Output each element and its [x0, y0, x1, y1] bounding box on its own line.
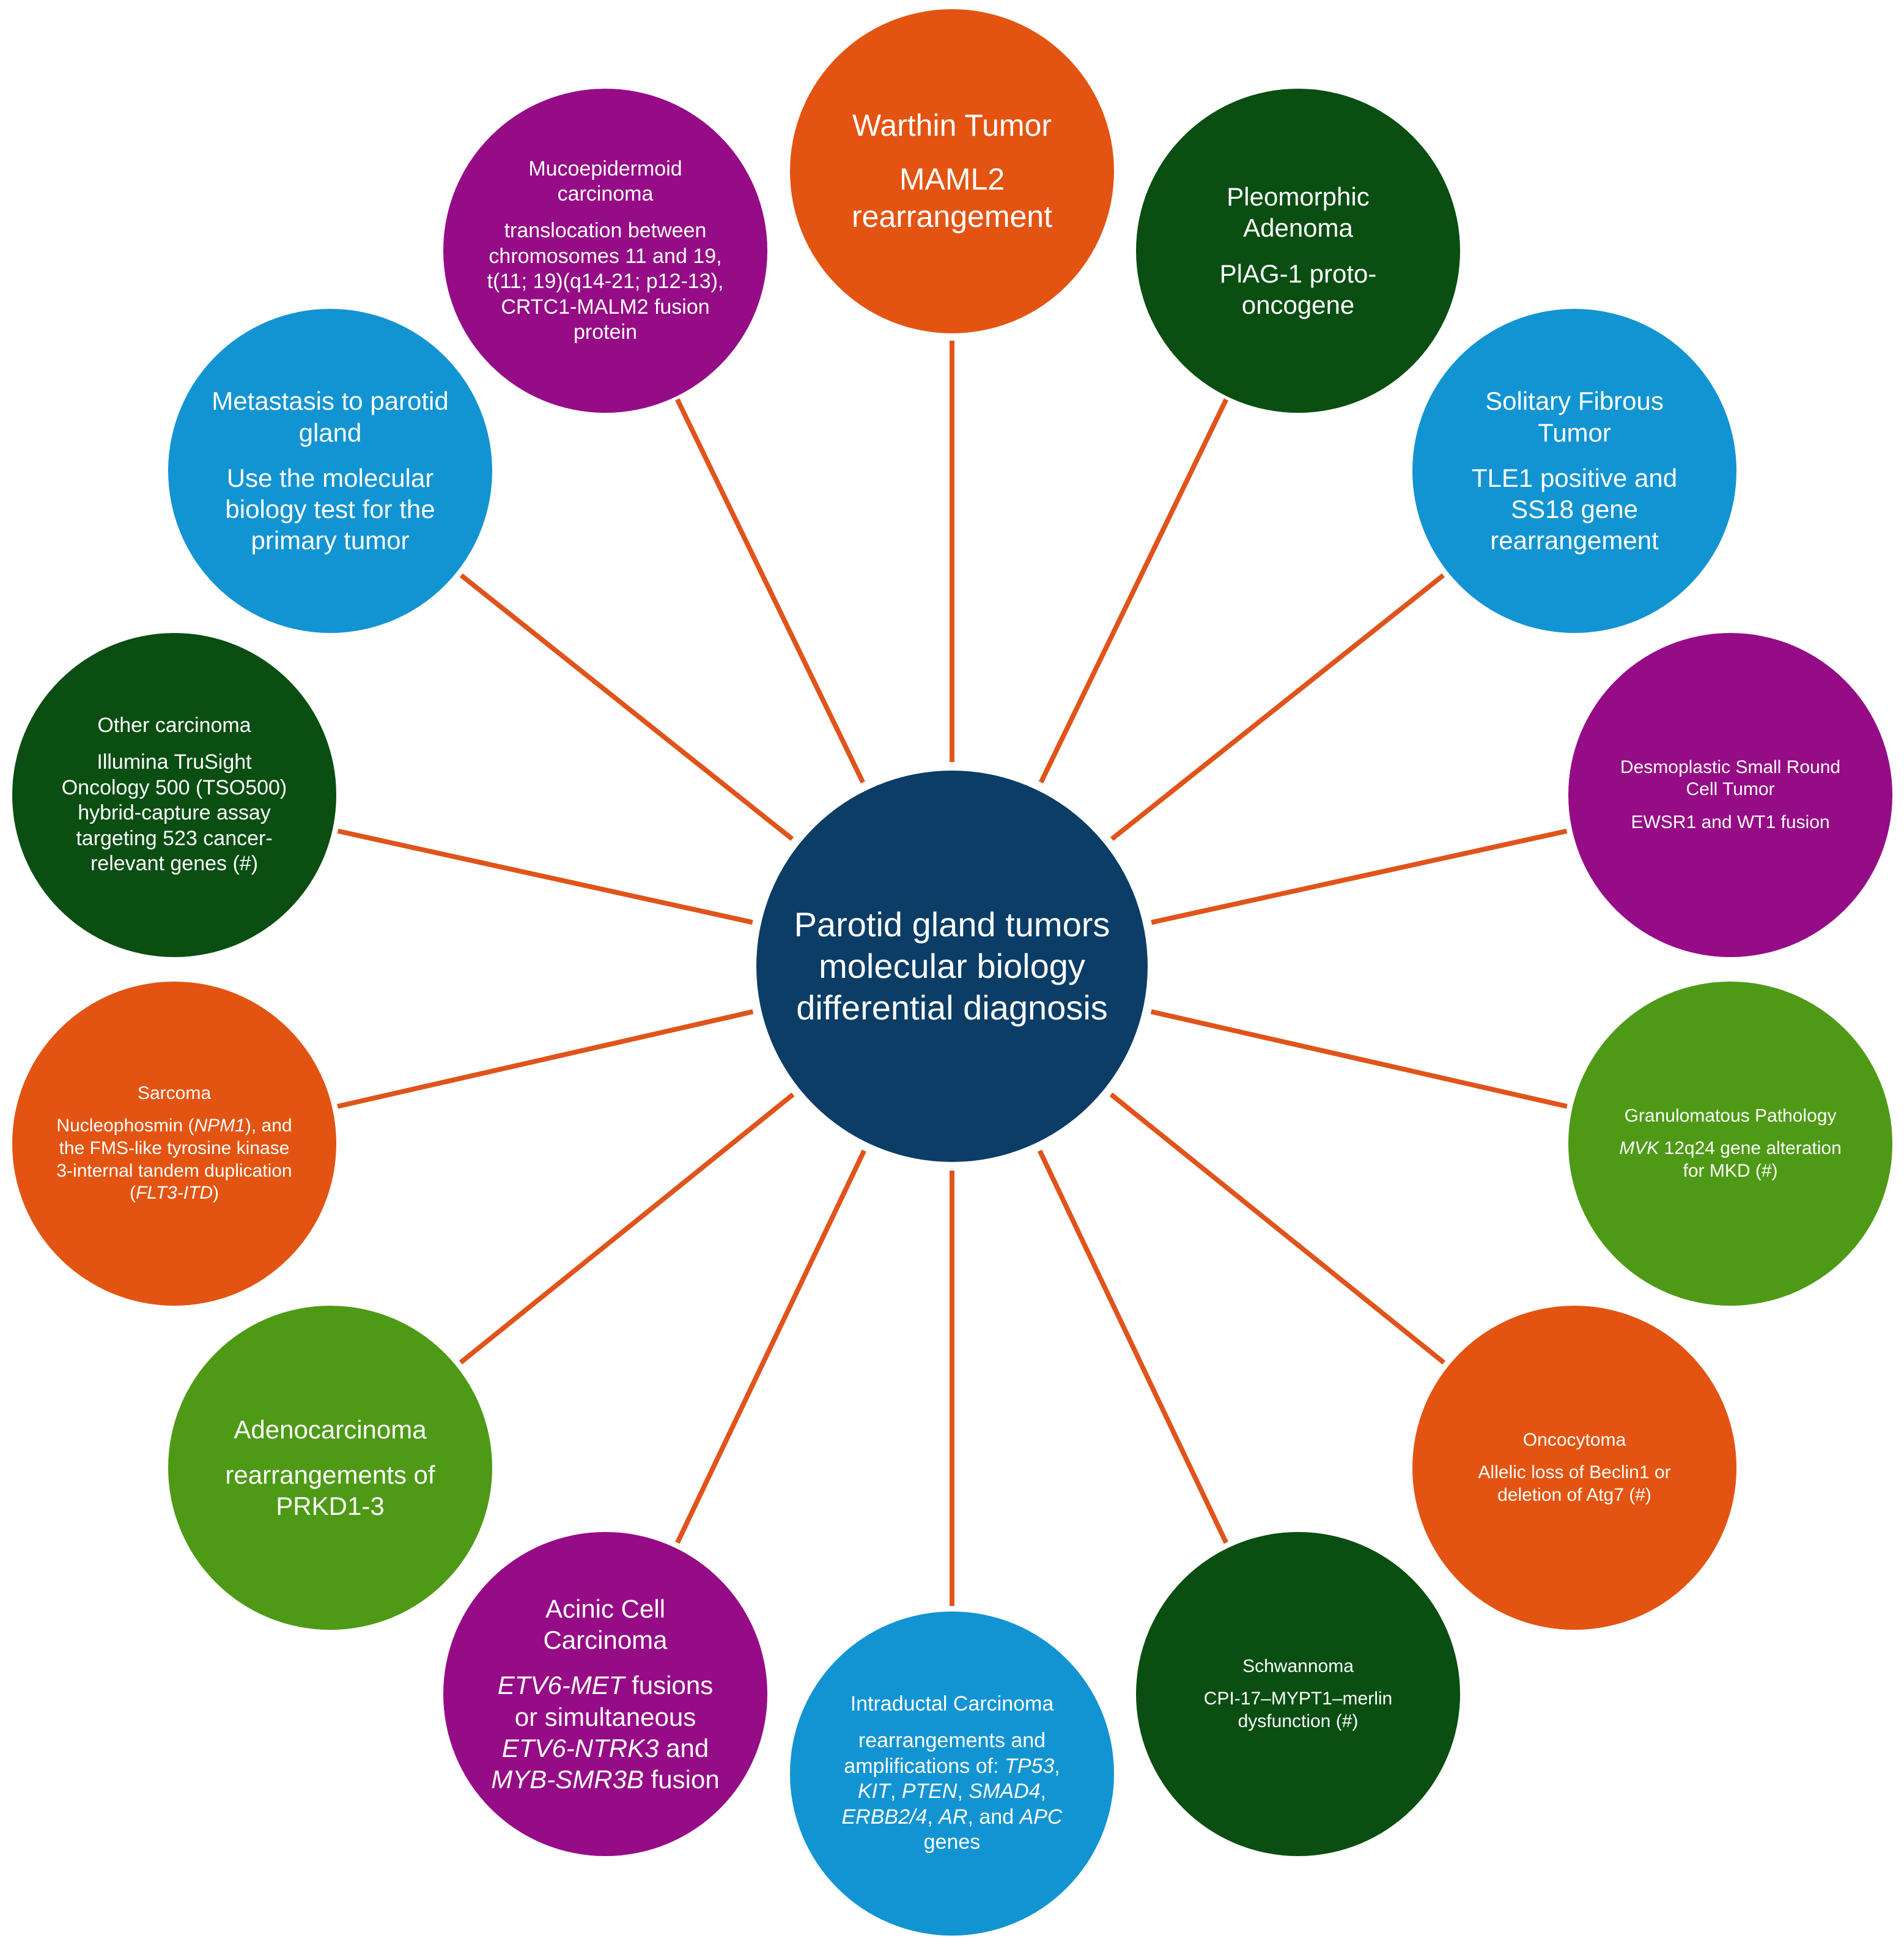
- connector-oncocytoma: [1109, 1092, 1446, 1365]
- node-acinic-cell-carcinoma: Acinic Cell Carcinoma ETV6-MET fusions o…: [443, 1532, 767, 1856]
- node-sarcoma: Sarcoma Nucleophosmin (NPM1), and the FM…: [12, 982, 336, 1306]
- solitary-title: Solitary Fibrous Tumor: [1485, 387, 1664, 447]
- node-desmoplastic-small-round-cell-tumor: Desmoplastic Small Round Cell Tumor EWSR…: [1568, 633, 1892, 957]
- metastasis-title: Metastasis to parotid gland: [212, 387, 449, 447]
- adenocarcinoma-title: Adenocarcinoma: [234, 1415, 427, 1444]
- node-intraductal-carcinoma: Intraductal Carcinoma rearrangements and…: [790, 1611, 1114, 1936]
- intraductal-title: Intraductal Carcinoma: [850, 1692, 1054, 1716]
- acinic-body: ETV6-MET fusions or simultaneous ETV6-NT…: [491, 1671, 720, 1794]
- schwannoma-title: Schwannoma: [1242, 1656, 1354, 1676]
- other-title: Other carcinoma: [97, 714, 251, 738]
- gene-mvk: MVK: [1619, 1138, 1659, 1158]
- dsrct-title: Desmoplastic Small Round Cell Tumor: [1620, 757, 1841, 800]
- node-pleomorphic-adenoma: Pleomorphic Adenoma PlAG-1 proto-oncogen…: [1136, 89, 1460, 413]
- granulomatous-title: Granulomatous Pathology: [1624, 1105, 1837, 1126]
- sarcoma-body: Nucleophosmin (NPM1), and the FMS-like t…: [56, 1115, 292, 1204]
- connector-other-carcinoma: [337, 828, 753, 925]
- other-body: Illumina TruSight Oncology 500 (TSO500) …: [61, 750, 287, 876]
- adenocarcinoma-body: rearrangements of PRKD1-3: [225, 1460, 435, 1521]
- node-oncocytoma: Oncocytoma Allelic loss of Beclin1 or de…: [1412, 1306, 1736, 1630]
- connector-solitary-fibrous-tumor: [1110, 573, 1445, 842]
- connector-mucoepidermoid-carcinoma: [675, 398, 865, 784]
- node-metastasis-to-parotid-gland: Metastasis to parotid gland Use the mole…: [168, 309, 492, 633]
- acinic-title: Acinic Cell Carcinoma: [543, 1594, 668, 1654]
- pleomorphic-body: PlAG-1 proto-oncogene: [1219, 259, 1377, 319]
- connector-adenocarcinoma: [459, 1092, 795, 1365]
- connector-acinic-cell-carcinoma: [675, 1149, 866, 1544]
- intraductal-body: rearrangements and amplifications of: TP…: [841, 1729, 1063, 1854]
- node-warthin-tumor: Warthin Tumor MAML2 rearrangement: [790, 9, 1114, 333]
- schwannoma-body: CPI-17–MYPT1–merlin dysfunction (#): [1203, 1688, 1393, 1731]
- connector-pleomorphic-adenoma: [1038, 398, 1229, 784]
- node-mucoepidermoid-carcinoma: Mucoepidermoid carcinoma translocation b…: [443, 89, 767, 413]
- oncocytoma-body: Allelic loss of Beclin1 or deletion of A…: [1478, 1462, 1671, 1505]
- node-adenocarcinoma: Adenocarcinoma rearrangements of PRKD1-3: [168, 1306, 492, 1630]
- dsrct-body: EWSR1 and WT1 fusion: [1631, 812, 1830, 832]
- center-text: Parotid gland tumors molecular biology d…: [794, 905, 1110, 1027]
- pleomorphic-title: Pleomorphic Adenoma: [1227, 182, 1370, 243]
- warthin-title: Warthin Tumor: [852, 108, 1052, 142]
- node-schwannoma: Schwannoma CPI-17–MYPT1–merlin dysfuncti…: [1136, 1532, 1460, 1856]
- connector-desmoplastic-small-round-cell-tumor: [1151, 828, 1568, 925]
- metastasis-body: Use the molecular biology test for the p…: [225, 463, 435, 555]
- mucoepidermoid-title: Mucoepidermoid carcinoma: [528, 157, 682, 205]
- solitary-body: TLE1 positive and SS18 gene rearrangemen…: [1471, 463, 1678, 555]
- center-node: Parotid gland tumors molecular biology d…: [756, 771, 1148, 1162]
- warthin-body: MAML2 rearrangement: [852, 162, 1052, 234]
- connector-granulomatous-pathology: [1150, 1009, 1568, 1109]
- connector-sarcoma: [337, 1009, 754, 1109]
- node-solitary-fibrous-tumor: Solitary Fibrous Tumor TLE1 positive and…: [1412, 309, 1736, 633]
- oncocytoma-title: Oncocytoma: [1522, 1429, 1626, 1450]
- node-granulomatous-pathology: Granulomatous Pathology MVK 12q24 gene a…: [1568, 982, 1892, 1306]
- connector-metastasis-to-parotid-gland: [459, 573, 794, 842]
- granulomatous-body: MVK 12q24 gene alteration for MKD (#): [1619, 1138, 1842, 1181]
- connector-schwannoma: [1037, 1149, 1228, 1544]
- mucoepidermoid-body: translocation between chromosomes 11 and…: [487, 219, 724, 344]
- node-other-carcinoma: Other carcinoma Illumina TruSight Oncolo…: [12, 633, 336, 957]
- sarcoma-title: Sarcoma: [137, 1083, 212, 1104]
